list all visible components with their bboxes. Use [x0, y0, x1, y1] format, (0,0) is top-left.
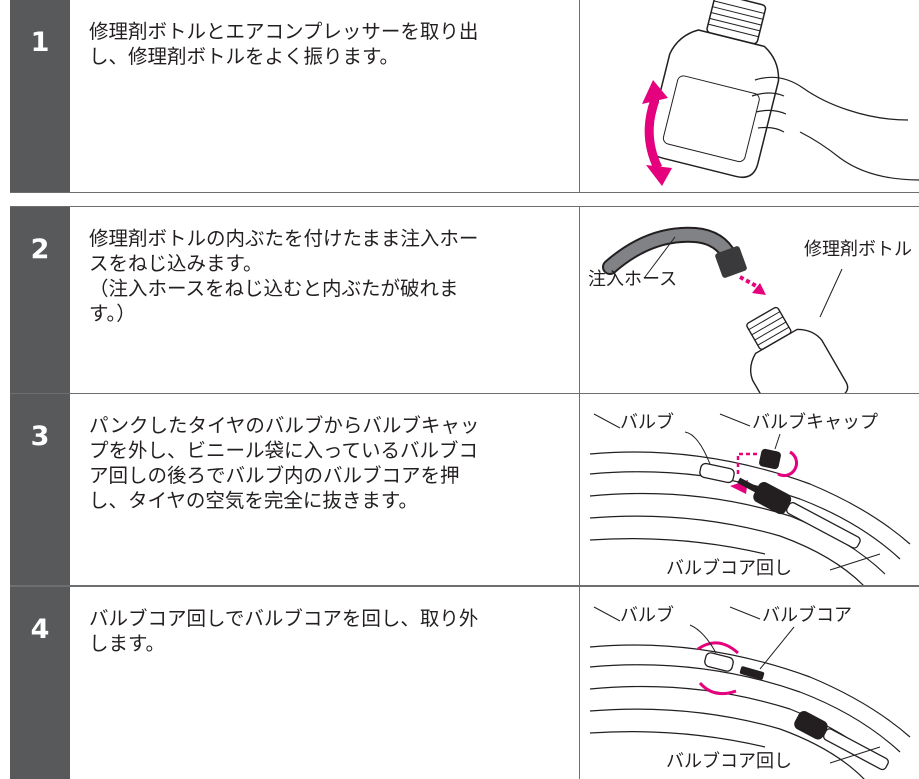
step-text-line: ア回しの後ろでバルブ内のバルブコアを押 — [89, 464, 460, 487]
label-core-tool: バルブコア回し — [666, 557, 792, 579]
valve-icon — [704, 652, 734, 672]
step-number-box: 4 — [10, 587, 70, 779]
step-number-box: 1 — [10, 0, 70, 192]
label-core-tool: バルブコア回し — [666, 750, 792, 772]
step-text-line: 修理剤ボトルとエアコンプレッサーを取り出 — [89, 20, 479, 43]
step-text-line: し、タイヤの空気を完全に抜きます。 — [89, 489, 418, 512]
step-number: 2 — [30, 234, 50, 265]
step-number: 4 — [30, 614, 50, 645]
step-illustration — [580, 0, 919, 192]
hose-nut-icon — [715, 246, 747, 278]
valve-core-tool-icon — [737, 477, 861, 549]
step-text: 修理剤ボトルの内ぶたを付けたまま注入ホー スをねじ込みます。 （注入ホースをねじ… — [70, 207, 580, 393]
rotate-arrow-icon — [777, 450, 799, 478]
step-text: バルブコア回しでバルブコアを回し、取り外 します。 — [70, 587, 580, 779]
step-text-line: パンクしたタイヤのバルブからバルブキャッ — [89, 414, 480, 437]
step-2: 2 修理剤ボトルの内ぶたを付けたまま注入ホー スをねじ込みます。 （注入ホースを… — [10, 206, 919, 394]
step-text-line: スをねじ込みます。 — [89, 252, 263, 275]
step-text: 修理剤ボトルとエアコンプレッサーを取り出 し、修理剤ボトルをよく振ります。 — [70, 0, 580, 192]
rotate-arrow-icon — [697, 641, 740, 655]
step-text-line: す。） — [89, 302, 136, 325]
valve-cap-icon — [759, 448, 781, 470]
step-text-line: します。 — [89, 632, 166, 655]
shake-bottle-illustration — [642, 0, 919, 186]
step-text-line: バルブコア回しでバルブコアを回し、取り外 — [89, 607, 479, 630]
step-illustration: バルブ バルブコア バルブコア回し — [580, 587, 919, 779]
step-1: 1 修理剤ボトルとエアコンプレッサーを取り出 し、修理剤ボトルをよく振ります。 — [10, 0, 919, 193]
label-valve-cap: バルブキャップ — [752, 411, 878, 433]
hand-icon — [751, 76, 919, 181]
label-hose: 注入ホース — [588, 269, 677, 290]
remove-valve-cap-illustration: バルブ バルブキャップ バルブコア回し — [589, 411, 911, 585]
label-valve: バルブ — [620, 411, 674, 433]
valve-icon — [699, 462, 735, 484]
valve-core-tool-icon — [794, 711, 889, 771]
label-bottle: 修理剤ボトル — [804, 239, 912, 260]
step-text-line: プを外し、ビニール袋に入っているバルブコ — [89, 439, 479, 462]
step-text-line: し、修理剤ボトルをよく振ります。 — [89, 45, 400, 68]
repair-bottle-icon — [647, 0, 780, 179]
step-text-line: 修理剤ボトルの内ぶたを付けたまま注入ホー — [89, 227, 479, 250]
step-number: 1 — [30, 27, 50, 58]
attach-hose-illustration: 注入ホース 修理剤ボトル — [588, 226, 912, 393]
shake-arrow-icon — [642, 80, 672, 186]
step-illustration: 注入ホース 修理剤ボトル — [580, 207, 919, 393]
step-text: パンクしたタイヤのバルブからバルブキャッ プを外し、ビニール袋に入っているバルブ… — [70, 394, 580, 585]
arrow-icon — [752, 283, 766, 295]
step-illustration: バルブ バルブキャップ バルブコア回し — [580, 394, 919, 585]
step-number-box: 3 — [10, 394, 70, 585]
label-valve: バルブ — [620, 604, 674, 626]
valve-core-icon — [739, 666, 765, 680]
step-text-line: （注入ホースをねじ込むと内ぶたが破れま — [89, 277, 459, 300]
step-number: 3 — [30, 421, 50, 452]
remove-valve-core-illustration: バルブ バルブコア バルブコア回し — [589, 604, 911, 779]
repair-bottle-icon — [746, 306, 849, 393]
label-valve-core: バルブコア — [762, 604, 852, 626]
step-4: 4 バルブコア回しでバルブコアを回し、取り外 します。 — [10, 586, 919, 779]
step-3: 3 パンクしたタイヤのバルブからバルブキャッ プを外し、ビニール袋に入っているバ… — [10, 393, 919, 586]
step-number-box: 2 — [10, 207, 70, 393]
